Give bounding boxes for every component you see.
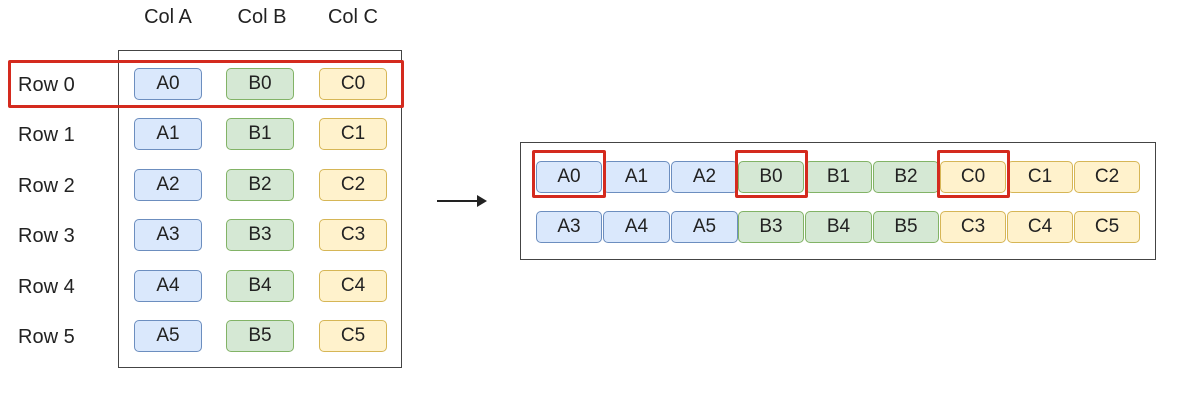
grid-cell: C3: [319, 219, 387, 251]
a0-highlight: [532, 150, 606, 198]
col-header-b: Col B: [237, 6, 287, 28]
flat-cell: C4: [1007, 211, 1073, 243]
grid-cell: C2: [319, 169, 387, 201]
row-label-1: Row 1: [18, 124, 75, 146]
grid-cell: B2: [226, 169, 294, 201]
row-label-4: Row 4: [18, 276, 75, 298]
col-header-c: Col C: [327, 6, 378, 28]
flat-cell: C2: [1074, 161, 1140, 193]
row-label-0: Row 0: [18, 74, 75, 96]
col-header-a: Col A: [144, 6, 192, 28]
grid-frame: [118, 50, 402, 368]
flat-cell: C0: [940, 161, 1006, 193]
grid-cell: B1: [226, 118, 294, 150]
row-label-5: Row 5: [18, 326, 75, 348]
flat-cell: A1: [603, 161, 670, 193]
flat-cell: A0: [536, 161, 602, 193]
grid-cell: A1: [134, 118, 202, 150]
flat-cell: B0: [738, 161, 804, 193]
flat-cell: A5: [671, 211, 738, 243]
row-label-3: Row 3: [18, 225, 75, 247]
flat-cell: B3: [738, 211, 804, 243]
flat-cell: C3: [940, 211, 1006, 243]
flattened-frame: [520, 142, 1156, 260]
flat-cell: B1: [805, 161, 872, 193]
flat-cell: B2: [873, 161, 939, 193]
grid-cell: A4: [134, 270, 202, 302]
grid-cell: A2: [134, 169, 202, 201]
grid-cell: A5: [134, 320, 202, 352]
grid-cell: B0: [226, 68, 294, 100]
grid-cell: B3: [226, 219, 294, 251]
flat-cell: A3: [536, 211, 602, 243]
c0-highlight: [937, 150, 1010, 198]
flat-cell: B4: [805, 211, 872, 243]
flat-cell: C1: [1007, 161, 1073, 193]
row-0-highlight: [8, 60, 404, 108]
flat-cell: B5: [873, 211, 939, 243]
grid-cell: C1: [319, 118, 387, 150]
flat-cell: C5: [1074, 211, 1140, 243]
grid-cell: C5: [319, 320, 387, 352]
grid-cell: A0: [134, 68, 202, 100]
right-arrow-icon: [437, 195, 487, 207]
grid-cell: B4: [226, 270, 294, 302]
row-label-2: Row 2: [18, 175, 75, 197]
grid-cell: B5: [226, 320, 294, 352]
flat-cell: A2: [671, 161, 738, 193]
grid-cell: C0: [319, 68, 387, 100]
grid-cell: A3: [134, 219, 202, 251]
b0-highlight: [735, 150, 808, 198]
flat-cell: A4: [603, 211, 670, 243]
grid-cell: C4: [319, 270, 387, 302]
